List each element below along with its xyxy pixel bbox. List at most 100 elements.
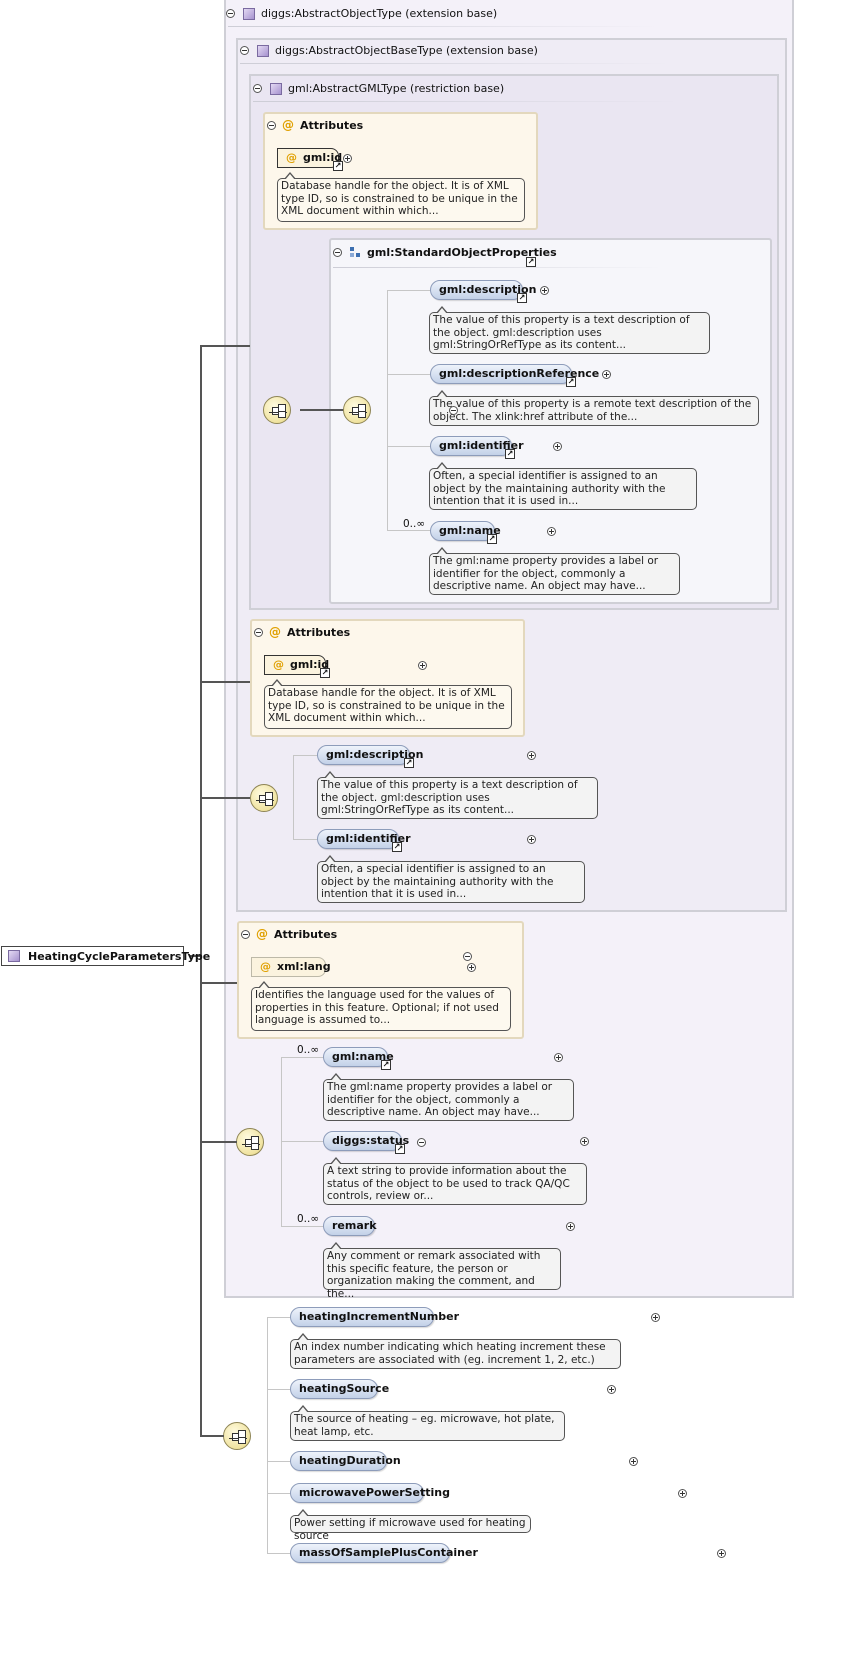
doc-annotation: An index number indicating which heating… [290, 1333, 621, 1369]
doc-annotation: Any comment or remark associated with th… [323, 1242, 561, 1300]
element-gml-description[interactable]: gml:description [317, 745, 423, 765]
attribute-gml-id[interactable]: @gml:id [277, 148, 342, 168]
separator [240, 63, 670, 64]
tree-line [267, 1317, 291, 1318]
doc-annotation: The gml:name property provides a label o… [429, 547, 680, 595]
reference-arrow-icon: ↗ [404, 758, 414, 768]
tree-line [387, 446, 431, 447]
element-heating-source[interactable]: heatingSource [290, 1379, 389, 1399]
element-gml-description[interactable]: gml:description [430, 280, 536, 300]
collapse-icon[interactable] [253, 84, 262, 93]
collapse-icon[interactable] [241, 929, 250, 939]
attribute-icon: @ [282, 118, 294, 132]
tree-line [293, 755, 318, 756]
tree-line [293, 839, 318, 840]
tree-line [387, 374, 431, 375]
complex-type-icon [8, 950, 20, 962]
collapse-icon[interactable] [240, 46, 249, 55]
expand-icon[interactable] [552, 442, 562, 451]
tree-line [293, 755, 294, 839]
collapse-icon[interactable] [417, 1138, 426, 1147]
reference-arrow-icon: ↗ [381, 1060, 391, 1070]
reference-arrow-icon: ↗ [526, 257, 536, 267]
element-remark[interactable]: remark [323, 1216, 377, 1236]
reference-arrow-icon: ↗ [487, 534, 497, 544]
expand-icon[interactable] [628, 1457, 638, 1466]
attribute-icon: @ [256, 927, 268, 941]
collapse-icon[interactable] [254, 627, 263, 637]
element-microwave-power-setting[interactable]: microwavePowerSetting [290, 1483, 450, 1503]
expand-icon[interactable] [466, 963, 476, 972]
collapse-icon[interactable] [333, 248, 342, 257]
doc-annotation: Often, a special identifier is assigned … [429, 462, 697, 510]
expand-icon[interactable] [678, 1489, 687, 1498]
attributes-title: @ Attributes [267, 118, 363, 132]
multiplicity: 0..∞ [297, 1213, 320, 1225]
doc-annotation: Power setting if microwave used for heat… [290, 1509, 531, 1542]
tree-line [267, 1553, 291, 1554]
connector-line [200, 681, 250, 683]
element-gml-name[interactable]: gml:name [323, 1047, 394, 1067]
expand-icon[interactable] [343, 154, 352, 163]
element-mass-of-sample-plus-container[interactable]: massOfSamplePlusContainer [290, 1543, 478, 1563]
expand-icon[interactable] [650, 1313, 660, 1322]
connector-line [200, 1435, 224, 1437]
attributes-title: @ Attributes [241, 927, 337, 941]
reference-arrow-icon: ↗ [320, 668, 330, 678]
connector-line [190, 955, 202, 957]
connector-line [200, 982, 237, 984]
expand-icon[interactable] [565, 1222, 575, 1231]
expand-icon[interactable] [580, 1137, 589, 1146]
element-diggs-status[interactable]: diggs:status [323, 1131, 409, 1151]
attribute-gml-id[interactable]: @gml:id [264, 655, 329, 675]
sequence-icon [343, 396, 371, 424]
root-complex-type[interactable]: HeatingCycleParametersType [1, 946, 210, 966]
doc-annotation: The value of this property is a text des… [317, 771, 598, 819]
expand-icon[interactable] [417, 661, 427, 670]
expand-icon[interactable] [607, 1385, 616, 1394]
doc-annotation: The value of this property is a text des… [429, 306, 710, 354]
expand-icon[interactable] [602, 370, 611, 379]
collapse-icon[interactable] [226, 9, 235, 18]
element-heating-increment-number[interactable]: heatingIncrementNumber [290, 1307, 459, 1327]
tree-line [281, 1141, 324, 1142]
element-gml-identifier[interactable]: gml:identifier [430, 436, 524, 456]
tree-line [387, 290, 388, 530]
expand-icon[interactable] [553, 1053, 563, 1062]
complex-type-icon [257, 44, 269, 57]
collapse-icon[interactable] [267, 120, 276, 130]
tree-line [267, 1317, 268, 1553]
doc-annotation: A text string to provide information abo… [323, 1157, 587, 1205]
complex-type-icon [243, 7, 255, 20]
doc-annotation: Identifies the language used for the val… [251, 981, 511, 1031]
sequence-icon [250, 784, 278, 812]
expand-icon[interactable] [716, 1549, 726, 1558]
reference-arrow-icon: ↗ [566, 377, 576, 387]
frame-abstract-gml-type-title: gml:AbstractGMLType (restriction base) [253, 82, 504, 95]
expand-icon[interactable] [547, 527, 556, 536]
collapse-icon[interactable] [463, 952, 472, 961]
tree-line [387, 530, 431, 531]
attributes-title: @ Attributes [254, 625, 350, 639]
element-heating-duration[interactable]: heatingDuration [290, 1451, 401, 1471]
collapse-icon[interactable] [449, 406, 458, 415]
doc-annotation: Often, a special identifier is assigned … [317, 855, 585, 903]
element-gml-identifier[interactable]: gml:identifier [317, 829, 411, 849]
attribute-icon: @ [269, 625, 281, 639]
reference-arrow-icon: ↗ [333, 161, 343, 171]
tree-line [267, 1493, 291, 1494]
connector-line [300, 409, 345, 411]
group-title: gml:StandardObjectProperties [333, 246, 557, 259]
attribute-xml-lang[interactable]: @xml:lang [251, 957, 331, 977]
element-gml-description-reference[interactable]: gml:descriptionReference [430, 364, 599, 384]
sequence-icon [263, 396, 291, 424]
doc-annotation: The gml:name property provides a label o… [323, 1073, 574, 1121]
element-gml-name[interactable]: gml:name [430, 521, 501, 541]
expand-icon[interactable] [539, 286, 549, 295]
expand-icon[interactable] [527, 835, 536, 844]
frame-abstract-object-base-type-title: diggs:AbstractObjectBaseType (extension … [240, 44, 538, 57]
connector-line [200, 345, 250, 347]
connector-line [200, 1141, 237, 1143]
expand-icon[interactable] [526, 751, 536, 760]
multiplicity: 0..∞ [297, 1044, 320, 1056]
